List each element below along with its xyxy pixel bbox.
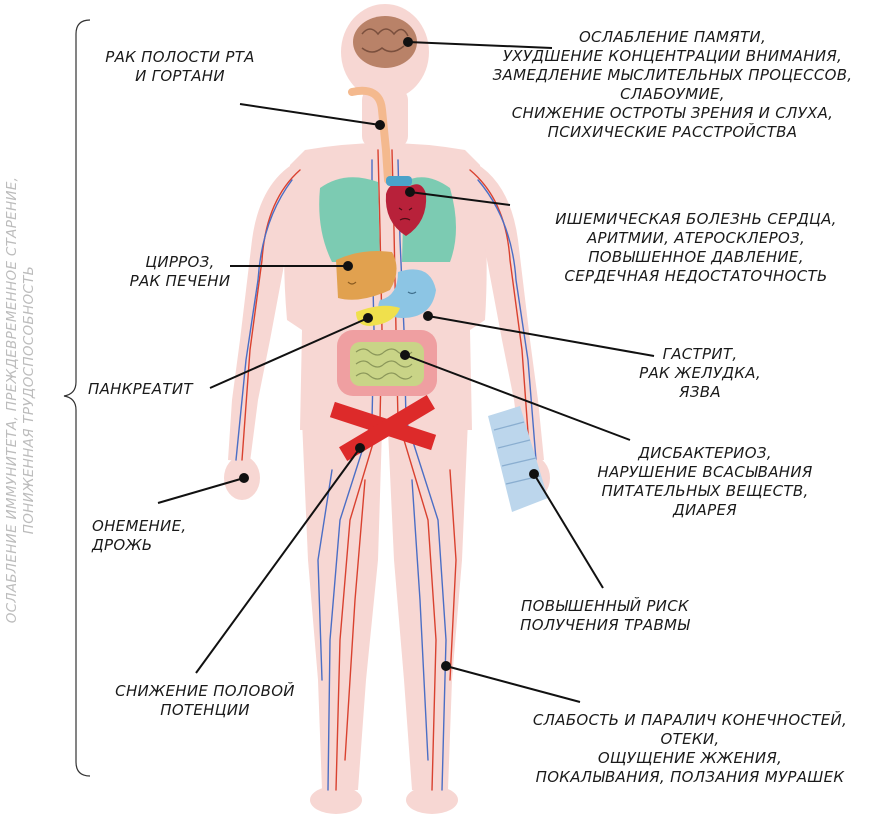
label-potency-line: СНИЖЕНИЕ ПОЛОВОЙ <box>75 682 335 701</box>
label-pancreas-line: ПАНКРЕАТИТ <box>88 380 248 399</box>
label-stomach-line: ЯЗВА <box>600 383 800 402</box>
label-intestine: ДИСБАКТЕРИОЗ, НАРУШЕНИЕ ВСАСЫВАНИЯ ПИТАТ… <box>560 444 850 520</box>
label-injury-line: ПОЛУЧЕНИЯ ТРАВМЫ <box>475 616 735 635</box>
side-caption: ОСЛАБЛЕНИЕ ИММУНИТЕТА, ПРЕЖДЕВРЕМЕННОЕ С… <box>4 80 38 720</box>
label-liver-line: РАК ПЕЧЕНИ <box>100 272 260 291</box>
label-hands-line: ОНЕМЕНИЕ, <box>92 517 242 536</box>
label-brain-line: ОСЛАБЛЕНИЕ ПАМЯТИ, <box>455 28 890 47</box>
label-injury-line: ПОВЫШЕННЫЙ РИСК <box>475 597 735 616</box>
label-stomach-line: РАК ЖЕЛУДКА, <box>600 364 800 383</box>
label-mouth-line: И ГОРТАНИ <box>80 67 280 86</box>
side-caption-line-2: ПОНИЖЕННАЯ ТРУДОСПОСОБНОСТЬ <box>21 80 38 720</box>
label-limbs-line: ОТЕКИ, <box>490 730 890 749</box>
label-intestine-line: ДИСБАКТЕРИОЗ, <box>560 444 850 463</box>
leader-limbs <box>446 666 580 702</box>
label-brain: ОСЛАБЛЕНИЕ ПАМЯТИ, УХУДШЕНИЕ КОНЦЕНТРАЦИ… <box>455 28 890 142</box>
label-injury: ПОВЫШЕННЫЙ РИСК ПОЛУЧЕНИЯ ТРАВМЫ <box>475 597 735 635</box>
label-limbs-line: СЛАБОСТЬ И ПАРАЛИЧ КОНЕЧНОСТЕЙ, <box>490 711 890 730</box>
label-brain-line: УХУДШЕНИЕ КОНЦЕНТРАЦИИ ВНИМАНИЯ, <box>455 47 890 66</box>
label-heart-line: ИШЕМИЧЕСКАЯ БОЛЕЗНЬ СЕРДЦА, <box>500 210 892 229</box>
label-potency: СНИЖЕНИЕ ПОЛОВОЙ ПОТЕНЦИИ <box>75 682 335 720</box>
label-pancreas: ПАНКРЕАТИТ <box>88 380 248 399</box>
label-brain-line: ПСИХИЧЕСКИЕ РАССТРОЙСТВА <box>455 123 890 142</box>
label-liver-line: ЦИРРОЗ, <box>100 253 260 272</box>
leader-mouth <box>240 104 380 125</box>
label-mouth-line: РАК ПОЛОСТИ РТА <box>80 48 280 67</box>
label-heart: ИШЕМИЧЕСКАЯ БОЛЕЗНЬ СЕРДЦА, АРИТМИИ, АТЕ… <box>500 210 892 286</box>
label-liver: ЦИРРОЗ, РАК ПЕЧЕНИ <box>100 253 260 291</box>
label-intestine-line: ДИАРЕЯ <box>560 501 850 520</box>
label-mouth: РАК ПОЛОСТИ РТА И ГОРТАНИ <box>80 48 280 86</box>
side-caption-line-1: ОСЛАБЛЕНИЕ ИММУНИТЕТА, ПРЕЖДЕВРЕМЕННОЕ С… <box>4 80 21 720</box>
label-hands: ОНЕМЕНИЕ, ДРОЖЬ <box>92 517 242 555</box>
label-heart-line: ПОВЫШЕННОЕ ДАВЛЕНИЕ, <box>500 248 892 267</box>
label-heart-line: СЕРДЕЧНАЯ НЕДОСТАТОЧНОСТЬ <box>500 267 892 286</box>
label-brain-line: ЗАМЕДЛЕНИЕ МЫСЛИТЕЛЬНЫХ ПРОЦЕССОВ, <box>455 66 890 85</box>
label-stomach: ГАСТРИТ, РАК ЖЕЛУДКА, ЯЗВА <box>600 345 800 402</box>
label-limbs: СЛАБОСТЬ И ПАРАЛИЧ КОНЕЧНОСТЕЙ, ОТЕКИ, О… <box>490 711 890 787</box>
intestines <box>337 330 437 396</box>
label-limbs-line: ОЩУЩЕНИЕ ЖЖЕНИЯ, <box>490 749 890 768</box>
label-intestine-line: ПИТАТЕЛЬНЫХ ВЕЩЕСТВ, <box>560 482 850 501</box>
side-bracket <box>64 20 90 776</box>
label-potency-line: ПОТЕНЦИИ <box>75 701 335 720</box>
label-limbs-line: ПОКАЛЫВАНИЯ, ПОЛЗАНИЯ МУРАШЕК <box>490 768 890 787</box>
label-stomach-line: ГАСТРИТ, <box>600 345 800 364</box>
label-intestine-line: НАРУШЕНИЕ ВСАСЫВАНИЯ <box>560 463 850 482</box>
label-heart-line: АРИТМИИ, АТЕРОСКЛЕРОЗ, <box>500 229 892 248</box>
label-hands-line: ДРОЖЬ <box>92 536 242 555</box>
label-brain-line: СНИЖЕНИЕ ОСТРОТЫ ЗРЕНИЯ И СЛУХА, <box>455 104 890 123</box>
label-brain-line: СЛАБОУМИЕ, <box>455 85 890 104</box>
